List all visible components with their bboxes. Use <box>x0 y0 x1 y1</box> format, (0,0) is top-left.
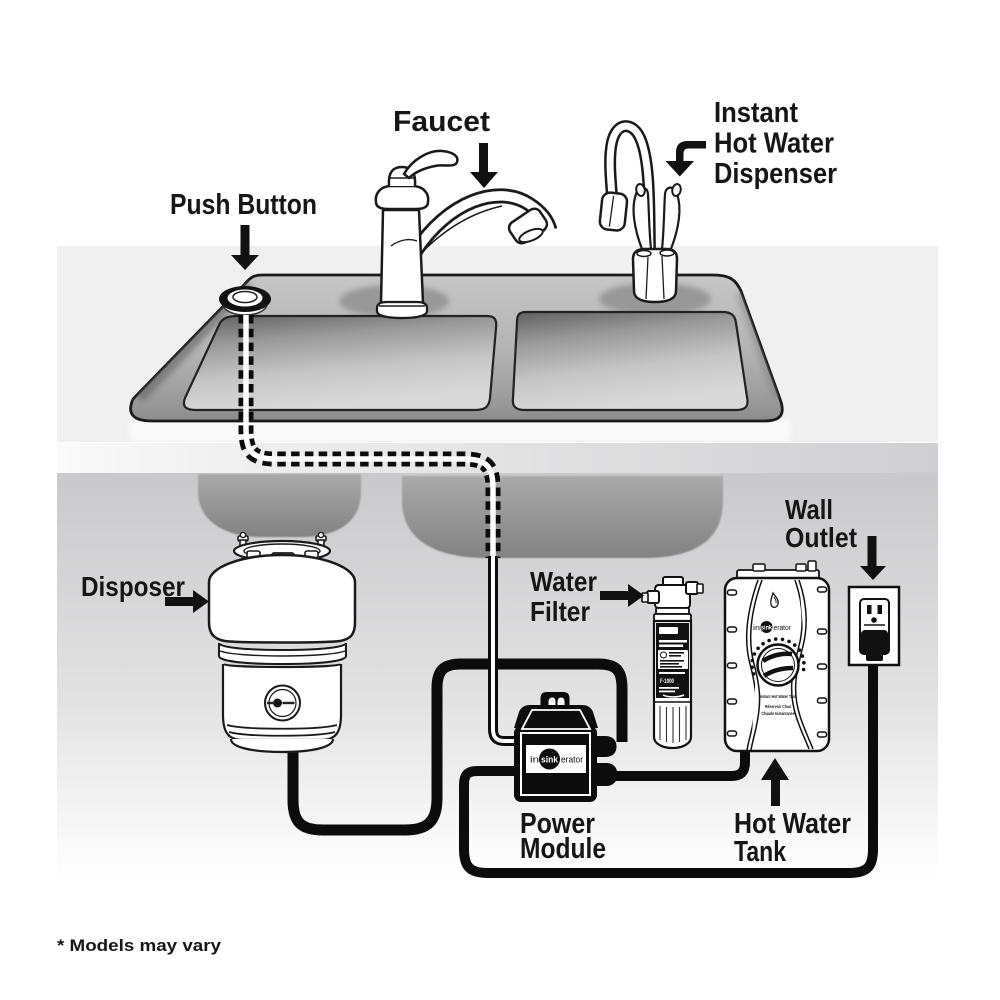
svg-text:Instant: Instant <box>714 97 798 129</box>
svg-text:erator: erator <box>561 755 583 765</box>
svg-text:Outlet: Outlet <box>785 522 857 553</box>
svg-text:Tank: Tank <box>734 836 787 868</box>
svg-text:Instant Hot Water Tank: Instant Hot Water Tank <box>759 694 797 699</box>
svg-text:Water: Water <box>530 566 597 597</box>
svg-text:F-1000: F-1000 <box>660 678 674 685</box>
svg-text:Réservoir Chau: Réservoir Chau <box>765 704 791 709</box>
svg-text:Filter: Filter <box>530 596 590 627</box>
svg-text:Disposer: Disposer <box>81 571 185 602</box>
svg-text:Module: Module <box>520 833 606 865</box>
svg-text:in: in <box>753 625 760 632</box>
svg-text:Chaude Instantanée: Chaude Instantanée <box>762 711 795 716</box>
svg-text:sink: sink <box>541 755 559 765</box>
svg-text:Dispenser: Dispenser <box>714 158 837 190</box>
svg-text:* Models may vary: * Models may vary <box>57 936 222 955</box>
svg-text:Wall: Wall <box>785 494 833 525</box>
svg-text:sink: sink <box>761 626 773 632</box>
svg-text:Push Button: Push Button <box>170 189 317 221</box>
svg-text:Hot Water: Hot Water <box>714 128 834 160</box>
svg-text:in: in <box>530 755 539 765</box>
svg-text:Hot Water: Hot Water <box>734 808 851 840</box>
svg-text:erator: erator <box>774 625 792 632</box>
svg-text:Power: Power <box>520 808 595 840</box>
svg-text:Faucet: Faucet <box>393 106 490 138</box>
